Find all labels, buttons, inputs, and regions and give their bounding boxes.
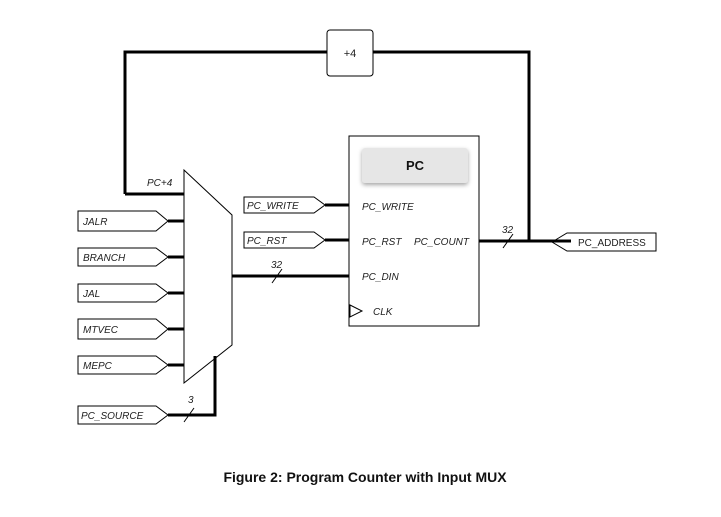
mux-input-label: MEPC: [83, 361, 113, 372]
mux-input-label: MTVEC: [83, 325, 119, 336]
mux-input-label: JAL: [82, 289, 100, 300]
mux-input-branch: BRANCH: [77, 247, 184, 267]
pc-address-output: PC_ADDRESS: [551, 232, 657, 252]
port-clk: CLK: [373, 307, 394, 318]
port-pc-rst: PC_RST: [362, 237, 402, 248]
port-pc-count: PC_COUNT: [414, 237, 470, 248]
pc-write-input-label: PC_WRITE: [247, 201, 299, 212]
bus-slash: [502, 233, 514, 249]
port-pc-din: PC_DIN: [362, 272, 399, 283]
mux-output-width-label: 32: [271, 260, 283, 271]
pc-source-label: PC_SOURCE: [81, 411, 144, 422]
pc-plus4-label: PC+4: [147, 178, 173, 189]
feedback-wire: [123, 50, 327, 194]
mux-input-jalr: JALR: [77, 210, 184, 232]
pc-output-width-label: 32: [502, 225, 514, 236]
adder-box: [326, 29, 374, 77]
mux-input-jal: JAL: [77, 283, 184, 303]
port-pc-write: PC_WRITE: [362, 202, 414, 213]
mux-select-pc-source: PC_SOURCE 3: [77, 356, 217, 425]
adder-label: +4: [344, 48, 357, 60]
bus-slash: [271, 268, 283, 284]
select-width-label: 3: [188, 395, 194, 406]
mux-input-label: JALR: [82, 217, 107, 228]
pc-rst-input: PC_RST: [243, 231, 349, 249]
figure-caption: Figure 2: Program Counter with Input MUX: [223, 469, 507, 485]
pc-title-box: [362, 148, 468, 183]
pc-write-input: PC_WRITE: [243, 196, 349, 214]
mux-input-mtvec: MTVEC: [77, 318, 184, 340]
pc-rst-input-label: PC_RST: [247, 236, 287, 247]
pc-title: PC: [406, 158, 425, 173]
feedback-wire-right: [372, 50, 531, 241]
clock-triangle-icon: [349, 304, 364, 318]
mux-input-mepc: MEPC: [77, 355, 184, 375]
input-mux: [183, 168, 233, 385]
pc-address-label: PC_ADDRESS: [578, 238, 646, 249]
mux-input-label: BRANCH: [83, 253, 126, 264]
